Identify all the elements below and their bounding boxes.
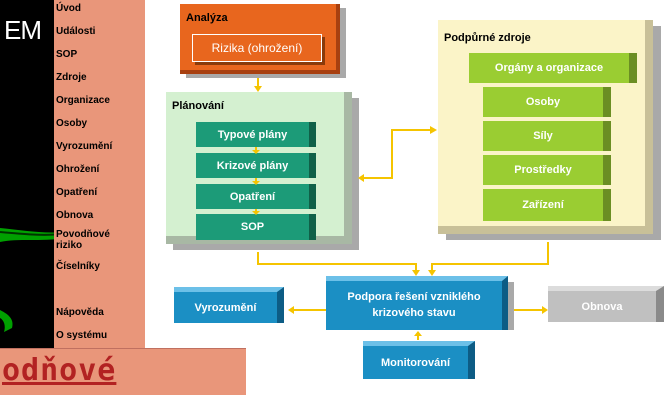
obnova-label: Obnova bbox=[581, 300, 623, 313]
menu-item-osoby[interactable]: Osoby bbox=[56, 118, 88, 129]
menu-item-o-systemu[interactable]: O systému bbox=[56, 330, 108, 341]
vyrozumeni-box[interactable]: Vyrozumění bbox=[174, 287, 284, 323]
planovani-title: Plánování bbox=[172, 100, 224, 112]
rizika-box[interactable]: Rizika (ohrožení) bbox=[192, 34, 322, 62]
podpurne-zdroje-title: Podpůrné zdroje bbox=[444, 32, 531, 44]
sily-label: Síly bbox=[533, 130, 553, 142]
menu-item-obnova[interactable]: Obnova bbox=[56, 210, 94, 221]
menu-item-uvod[interactable]: Úvod bbox=[56, 3, 81, 14]
analyza-panel: Analýza Rizika (ohrožení) bbox=[180, 4, 340, 74]
typove-plany-label: Typové plány bbox=[217, 128, 288, 141]
organy-organizace-label: Orgány a organizace bbox=[494, 62, 604, 74]
monitorovani-box[interactable]: Monitorování bbox=[363, 341, 475, 379]
zarizeni-box[interactable]: Zařízení bbox=[483, 189, 611, 221]
banner: odňové bbox=[0, 348, 246, 395]
analyza-title: Analýza bbox=[186, 12, 228, 24]
main-menu: Úvod Události SOP Zdroje Organizace Osob… bbox=[54, 0, 145, 350]
menu-item-opatreni[interactable]: Opatření bbox=[56, 187, 98, 198]
menu-item-zdroje[interactable]: Zdroje bbox=[56, 72, 87, 83]
podpora-label: Podpora řešení vzniklého krizového stavu bbox=[347, 291, 481, 319]
obnova-box[interactable]: Obnova bbox=[548, 286, 664, 322]
rizika-label: Rizika (ohrožení) bbox=[211, 41, 303, 55]
menu-item-udalosti[interactable]: Události bbox=[56, 26, 96, 37]
menu-item-ciselniky[interactable]: Číselníky bbox=[56, 261, 100, 272]
sop-box[interactable]: SOP bbox=[196, 214, 316, 240]
krizove-plany-label: Krizové plány bbox=[216, 159, 289, 172]
menu-item-napoveda[interactable]: Nápověda bbox=[56, 307, 104, 318]
menu-item-sop[interactable]: SOP bbox=[56, 49, 78, 60]
menu-item-ohrozeni[interactable]: Ohrožení bbox=[56, 164, 100, 175]
menu-item-povodnove-riziko[interactable]: Povodňové riziko bbox=[56, 229, 110, 251]
zarizeni-label: Zařízení bbox=[522, 199, 564, 211]
menu-item-vyrozumeni[interactable]: Vyrozumění bbox=[56, 141, 113, 152]
menu-item-organizace[interactable]: Organizace bbox=[56, 95, 110, 106]
podpora-box[interactable]: Podpora řešení vzniklého krizového stavu bbox=[326, 276, 508, 330]
typove-plany-box[interactable]: Typové plány bbox=[196, 122, 316, 147]
prostredky-box[interactable]: Prostředky bbox=[483, 155, 611, 185]
banner-title[interactable]: odňové bbox=[2, 353, 117, 388]
opatreni-box[interactable]: Opatření bbox=[196, 184, 316, 209]
monitorovani-label: Monitorování bbox=[380, 356, 451, 369]
organy-organizace-box[interactable]: Orgány a organizace bbox=[469, 53, 637, 83]
osoby-box[interactable]: Osoby bbox=[483, 87, 611, 117]
opatreni-label: Opatření bbox=[229, 190, 276, 203]
sily-box[interactable]: Síly bbox=[483, 121, 611, 151]
app-logo: EM bbox=[4, 15, 42, 45]
krizove-plany-box[interactable]: Krizové plány bbox=[196, 153, 316, 178]
sop-label: SOP bbox=[240, 221, 265, 233]
vyrozumeni-label: Vyrozumění bbox=[194, 301, 257, 314]
osoby-label: Osoby bbox=[525, 96, 561, 108]
prostredky-label: Prostředky bbox=[514, 164, 572, 176]
